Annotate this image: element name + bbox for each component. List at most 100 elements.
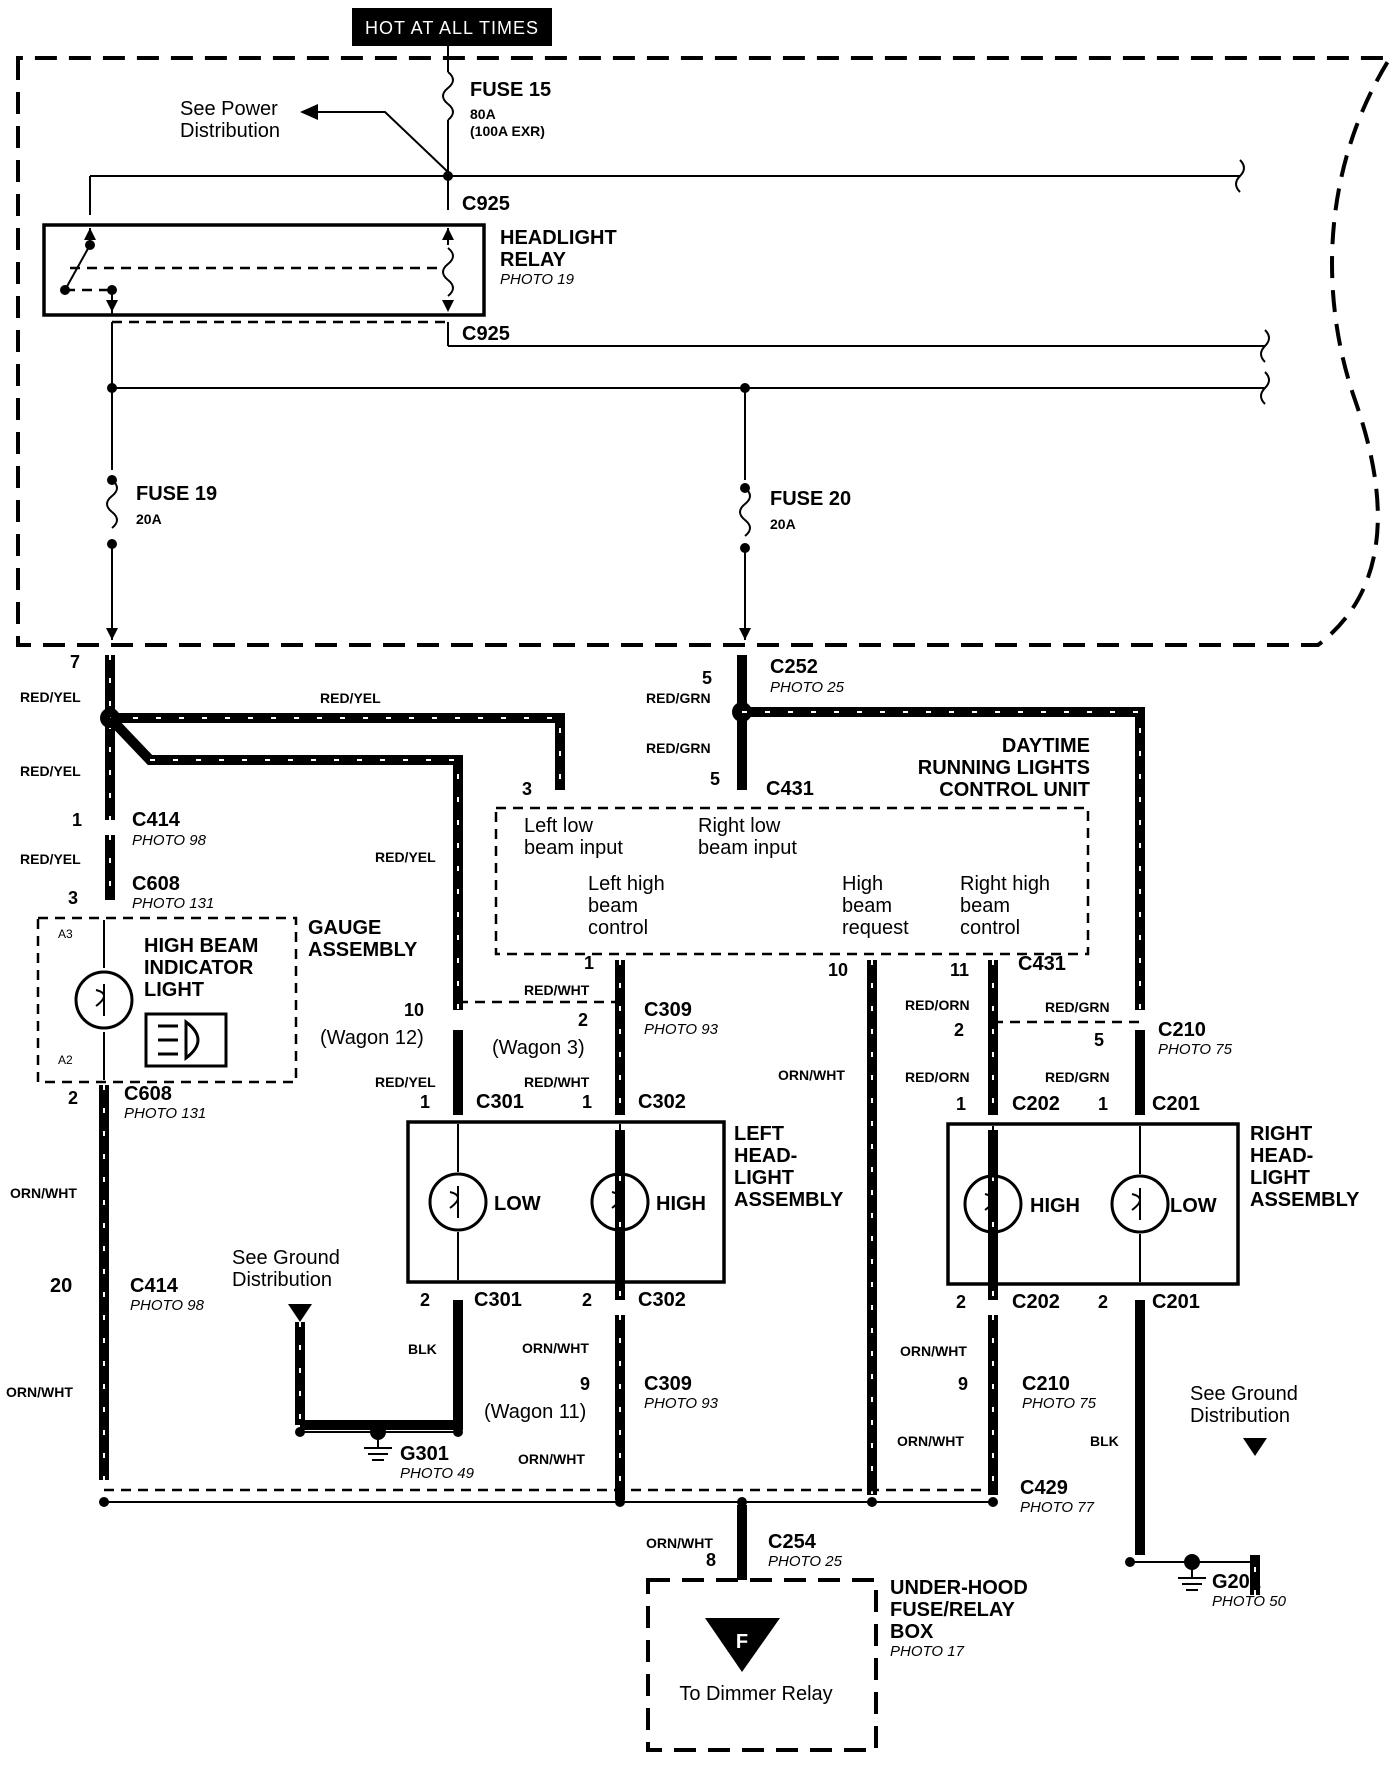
c201-bottom-pin: 2 bbox=[1098, 1292, 1108, 1312]
drl-left-low-2: beam input bbox=[524, 837, 623, 859]
wire-red-wht-2: RED/WHT bbox=[524, 1074, 590, 1090]
c301-bottom-pin: 2 bbox=[420, 1290, 430, 1310]
c309-wagon-11: (Wagon 11) bbox=[484, 1401, 586, 1423]
c309-bottom-pin: 9 bbox=[580, 1374, 590, 1394]
fuse15-label: FUSE 15 bbox=[470, 79, 551, 101]
drl-right-low-1: Right low bbox=[698, 815, 781, 837]
drl-title-2: RUNNING LIGHTS bbox=[918, 757, 1090, 779]
c301-top-label: C301 bbox=[476, 1091, 524, 1113]
left-high-bulb-icon bbox=[590, 1172, 650, 1232]
c431-pin-5: 5 bbox=[710, 769, 720, 789]
wire-orn-wht-5: ORN/WHT bbox=[518, 1451, 585, 1467]
underhood-title-1: UNDER-HOOD bbox=[890, 1577, 1028, 1599]
c414-top-pin: 1 bbox=[72, 810, 82, 830]
c302-top-label: C302 bbox=[638, 1091, 686, 1113]
wire-red-grn-3: RED/GRN bbox=[1045, 999, 1110, 1015]
c925-bottom-label: C925 bbox=[462, 323, 510, 345]
g201-photo: PHOTO 50 bbox=[1212, 1593, 1287, 1610]
gauge-title-1: GAUGE bbox=[308, 917, 381, 939]
c608-bottom-photo: PHOTO 131 bbox=[124, 1105, 206, 1122]
drl-control-unit: DAYTIME RUNNING LIGHTS CONTROL UNIT Left… bbox=[494, 735, 1090, 956]
c414-top-photo: PHOTO 98 bbox=[132, 832, 207, 849]
c254-label: C254 bbox=[768, 1531, 817, 1553]
splice-dot bbox=[443, 171, 453, 181]
c210-bottom-pin: 9 bbox=[958, 1374, 968, 1394]
drl-right-low-2: beam input bbox=[698, 837, 797, 859]
c252-pin-5: 5 bbox=[702, 668, 712, 688]
ground-g301: See Ground Distribution G301 PHOTO 49 bbox=[232, 1247, 475, 1482]
wire-red-yel-2: RED/YEL bbox=[20, 763, 81, 779]
c309-wagon-3: (Wagon 3) bbox=[492, 1037, 585, 1059]
fuse20-rating: 20A bbox=[770, 516, 796, 532]
wire-orn-wht-3: ORN/WHT bbox=[778, 1067, 845, 1083]
splice-dot bbox=[737, 1497, 747, 1507]
dimmer-relay-triangle-icon bbox=[705, 1618, 780, 1672]
left-high-label: HIGH bbox=[656, 1193, 706, 1215]
fuse20-label: FUSE 20 bbox=[770, 488, 851, 510]
underhood-title-3: BOX bbox=[890, 1621, 934, 1643]
gauge-assembly: A3 A2 HIGH BEAM INDICATOR LIGHT GAUGE AS… bbox=[36, 916, 418, 1084]
c210-bottom-label: C210 bbox=[1022, 1373, 1070, 1395]
hot-at-all-times-label: HOT AT ALL TIMES bbox=[365, 18, 539, 38]
see-ground-left-2: Distribution bbox=[232, 1269, 332, 1291]
c202-bottom-pin: 2 bbox=[956, 1292, 966, 1312]
bus-continue-mark bbox=[1260, 371, 1270, 405]
c254-photo: PHOTO 25 bbox=[768, 1553, 843, 1570]
splice-dot bbox=[615, 1497, 625, 1507]
c309-wagon-12: (Wagon 12) bbox=[320, 1027, 424, 1049]
wire-red-yel-3: RED/YEL bbox=[20, 851, 81, 867]
see-power-line1: See Power bbox=[180, 98, 278, 120]
under-hood-fuse-relay-box: F To Dimmer Relay UNDER-HOOD FUSE/RELAY … bbox=[646, 1577, 1028, 1752]
drl-title-3: CONTROL UNIT bbox=[939, 779, 1090, 801]
wire-red-orn-2: RED/ORN bbox=[905, 1069, 970, 1085]
fuse19: FUSE 19 20A bbox=[106, 475, 217, 640]
drl-high-request-1: High bbox=[842, 873, 883, 895]
c210-top-photo: PHOTO 75 bbox=[1158, 1041, 1233, 1058]
c302-bottom-pin: 2 bbox=[582, 1290, 592, 1310]
relay-label-2: RELAY bbox=[500, 249, 567, 271]
wire-orn-wht-8: ORN/WHT bbox=[646, 1535, 713, 1551]
c309-top-label: C309 bbox=[644, 999, 692, 1021]
c201-bottom-label: C201 bbox=[1152, 1291, 1200, 1313]
fuse19-rating: 20A bbox=[136, 511, 162, 527]
wire-red-grn-2: RED/GRN bbox=[646, 740, 711, 756]
right-head-title-1: RIGHT bbox=[1250, 1123, 1312, 1145]
c254-pin: 8 bbox=[706, 1550, 716, 1570]
c414-bottom-photo: PHOTO 98 bbox=[130, 1297, 205, 1314]
left-head-title-2: HEAD- bbox=[734, 1145, 797, 1167]
g201-label: G201 bbox=[1212, 1571, 1261, 1593]
c608-top-pin: 3 bbox=[68, 888, 78, 908]
right-high-bulb-icon bbox=[963, 1174, 1023, 1234]
c309-pin-10: 10 bbox=[404, 1000, 424, 1020]
see-ground-right-1: See Ground bbox=[1190, 1383, 1298, 1405]
c608-top-photo: PHOTO 131 bbox=[132, 895, 214, 912]
fuse15-rating-alt: (100A EXR) bbox=[470, 123, 545, 139]
c201-top-pin: 1 bbox=[1098, 1094, 1108, 1114]
left-low-label: LOW bbox=[494, 1193, 541, 1215]
drl-high-request-3: request bbox=[842, 917, 909, 939]
fuse20: FUSE 20 20A bbox=[739, 388, 851, 640]
wire-red-grn-4: RED/GRN bbox=[1045, 1069, 1110, 1085]
wire-orn-wht-7: ORN/WHT bbox=[897, 1433, 964, 1449]
drl-high-request-2: beam bbox=[842, 895, 892, 917]
wire-orn-wht-2: ORN/WHT bbox=[6, 1384, 73, 1400]
c414-bottom-label: C414 bbox=[130, 1275, 179, 1297]
fuse-box-outline bbox=[16, 56, 1392, 647]
coil-continue-mark bbox=[1260, 329, 1270, 363]
high-beam-symbol-icon bbox=[144, 1012, 228, 1068]
drl-right-high-3: control bbox=[960, 917, 1020, 939]
dimmer-relay-symbol: F bbox=[736, 1631, 748, 1653]
wire-red-grn-1: RED/GRN bbox=[646, 690, 711, 706]
c210-bottom-photo: PHOTO 75 bbox=[1022, 1395, 1097, 1412]
hot-at-all-times-banner: HOT AT ALL TIMES bbox=[352, 8, 552, 46]
underhood-photo: PHOTO 17 bbox=[890, 1643, 965, 1660]
c429-photo: PHOTO 77 bbox=[1020, 1499, 1095, 1516]
gauge-light-1: HIGH BEAM bbox=[144, 935, 258, 957]
ground-symbol-icon bbox=[364, 1440, 392, 1461]
splice-dot bbox=[988, 1497, 998, 1507]
drl-title-1: DAYTIME bbox=[1002, 735, 1090, 757]
wire-orn-wht-4: ORN/WHT bbox=[522, 1340, 589, 1356]
wire-red-yel-1: RED/YEL bbox=[20, 689, 81, 705]
